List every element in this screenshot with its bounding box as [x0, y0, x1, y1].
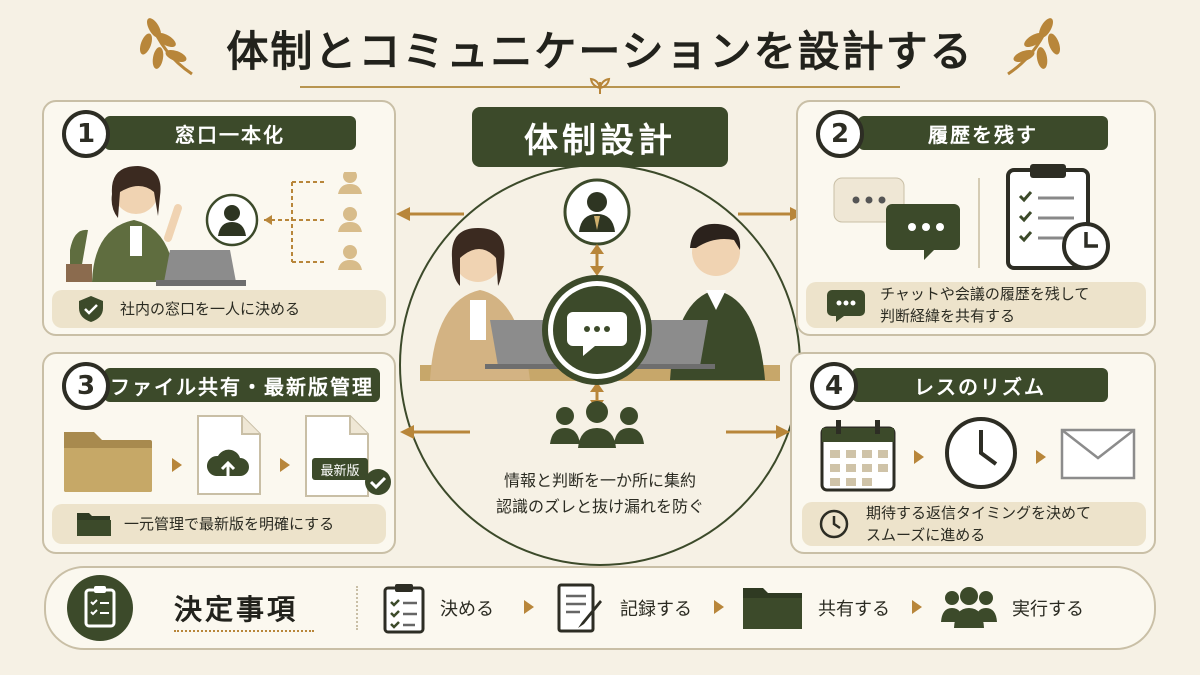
- panel-4-note-line-1: 期待する返信タイミングを決めて: [866, 503, 1092, 522]
- envelope-icon: [1060, 428, 1136, 480]
- step-record: 記録する: [556, 568, 692, 648]
- step-arrow-icon: [912, 600, 922, 614]
- step-execute-label: 実行する: [1012, 599, 1084, 620]
- panel-1-number: 1: [62, 110, 110, 158]
- center-caption: 情報と判断を一か所に集約 認識のズレと抜け漏れを防ぐ: [430, 468, 770, 519]
- step-record-label: 記録する: [620, 599, 692, 620]
- arrow-to-panel-3-icon: [400, 425, 470, 439]
- panel-4-note-text: 期待する返信タイミングを決めて スムーズに進める: [866, 502, 1091, 547]
- dashed-branch-arrows-icon: [264, 172, 362, 270]
- panel-keep-history: 履歴を残す 2 チャットや会議の履歴を残して 判断経緯を共有する: [796, 100, 1156, 336]
- laurel-right-icon: [1007, 18, 1061, 76]
- folder-small-icon: [77, 513, 111, 536]
- calendar-icon: [820, 420, 896, 492]
- arrow-to-panel-2-icon: [738, 207, 804, 221]
- clock-icon: [945, 417, 1017, 489]
- page-title: 体制とコミュニケーションを設計する: [226, 27, 974, 76]
- step-arrow-icon: [714, 600, 724, 614]
- step-share: 共有する: [742, 568, 890, 648]
- panel-response-rhythm: レスのリズム 4 期待する返信タイミングを決めて スムーズに進める: [790, 352, 1156, 554]
- panel-3-note: 一元管理で最新版を明確にする: [52, 504, 386, 544]
- cloud-upload-document-icon: [197, 415, 261, 495]
- folder-icon: [64, 432, 152, 492]
- panel-2-note: チャットや会議の履歴を残して 判断経緯を共有する: [806, 282, 1146, 328]
- panel-4-note-line-2: スムーズに進める: [866, 526, 986, 544]
- center-caption-line-1: 情報と判断を一か所に集約: [503, 471, 696, 490]
- checklist-icon: [383, 584, 425, 634]
- chat-bubbles-icon: [833, 177, 960, 260]
- step-decide-label: 決める: [440, 599, 494, 620]
- panel-1-heading: 窓口一本化: [104, 116, 356, 150]
- step-execute: 実行する: [940, 568, 1084, 648]
- panel-4-number: 4: [810, 362, 858, 410]
- chat-bubble-icon: [827, 290, 865, 322]
- center-illustration: [399, 164, 801, 566]
- center-caption-line-2: 認識のズレと抜け漏れを防ぐ: [495, 496, 704, 516]
- panel-1-note-line-1: 社内の窓口を一人に決める: [120, 299, 301, 318]
- step-decide: 決める: [382, 568, 494, 648]
- panel-2-note-line-2: 判断経緯を共有する: [880, 307, 1016, 325]
- contact-person-icon: [205, 193, 259, 247]
- step-arrow-icon: [172, 458, 182, 472]
- arrow-to-panel-4-icon: [726, 425, 790, 439]
- panel-1-note: 社内の窓口を一人に決める: [52, 290, 386, 328]
- step-arrow-icon: [1036, 450, 1046, 464]
- step-share-label: 共有する: [818, 599, 890, 620]
- decisions-divider: [356, 586, 358, 630]
- team-icon: [941, 587, 997, 628]
- arrow-to-panel-1-icon: [396, 207, 464, 221]
- clock-small-icon: [819, 509, 849, 539]
- panel-2-number: 2: [816, 110, 864, 158]
- panel-single-contact: 窓口一本化 1 社内の窓口を一人に決める: [42, 100, 396, 336]
- decisions-label-underline: [174, 630, 314, 632]
- panel-3-note-line-1: 一元管理で最新版を明確にする: [124, 514, 335, 533]
- document-pencil-icon: [557, 583, 602, 633]
- laurel-left-icon: [139, 18, 193, 76]
- panel-3-number: 3: [62, 362, 110, 410]
- clipboard-checklist-icon: [1006, 164, 1110, 270]
- presenter-woman-icon: [66, 166, 246, 286]
- center-title: 体制設計: [472, 107, 728, 167]
- panel-2-divider: [978, 178, 980, 268]
- shield-check-icon: [79, 296, 103, 322]
- decision-clipboard-icon: [67, 575, 133, 641]
- step-arrow-icon: [280, 458, 290, 472]
- latest-document-icon: [305, 415, 391, 497]
- latest-version-label: 最新版: [312, 458, 368, 480]
- decisions-bar: 決定事項 決める 記録する 共有する 実: [44, 566, 1156, 650]
- folder-share-icon: [743, 588, 802, 629]
- decisions-label: 決定事項: [174, 593, 299, 626]
- panel-2-note-text: チャットや会議の履歴を残して 判断経緯を共有する: [880, 283, 1089, 328]
- panel-file-sharing: ファイル共有・最新版管理 3 最新版 一元管理で最新版を明確にする: [42, 352, 396, 554]
- panel-2-note-line-1: チャットや会議の履歴を残して: [880, 284, 1090, 303]
- panel-4-heading: レスのリズム: [852, 368, 1108, 402]
- sprout-ornament-icon: [589, 77, 611, 94]
- panel-3-heading: ファイル共有・最新版管理: [104, 368, 380, 402]
- panel-2-heading: 履歴を残す: [858, 116, 1108, 150]
- step-arrow-icon: [524, 600, 534, 614]
- step-arrow-icon: [914, 450, 924, 464]
- panel-4-note: 期待する返信タイミングを決めて スムーズに進める: [802, 502, 1146, 546]
